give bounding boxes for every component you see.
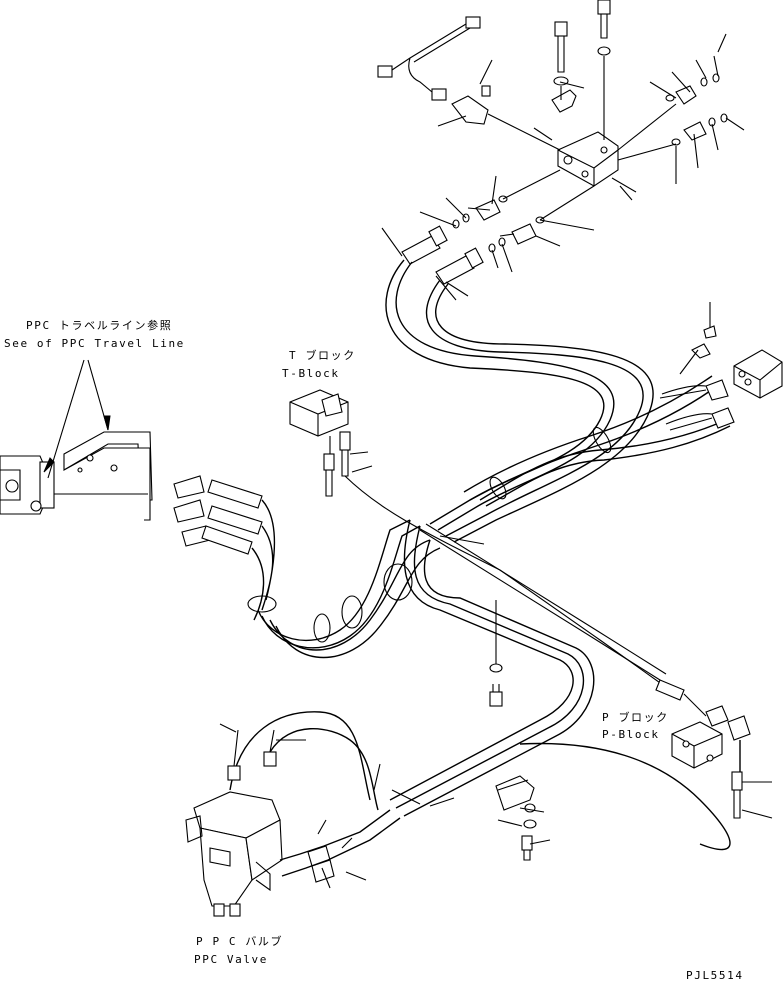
- t-block-label-en: T-Block: [282, 367, 340, 380]
- drawing-code: PJL5514: [686, 969, 744, 982]
- wire-harness: [377, 16, 481, 101]
- p-block: [519, 721, 743, 851]
- p-block-label-en: P-Block: [602, 728, 660, 741]
- ppc-valve-label-jp: P P C バルブ: [196, 935, 284, 948]
- left-fittings: [173, 475, 276, 621]
- leader-lines: [219, 33, 773, 889]
- ppc-travel-bracket: [0, 359, 153, 521]
- ppc-valve-label-en: PPC Valve: [194, 953, 269, 966]
- middle-hoses: [247, 519, 595, 817]
- t-block: [289, 389, 671, 691]
- ppc-valve: [185, 711, 401, 917]
- ppc-travel-line-label-jp: PPC トラベルライン参照: [26, 319, 173, 332]
- t-block-label-jp: T ブロック: [289, 349, 356, 362]
- upper-hose-ends: [401, 225, 484, 285]
- right-valve-block: [659, 325, 783, 431]
- upper-valve-block: [551, 0, 619, 187]
- center-bolt: [489, 600, 503, 707]
- main-hose-bundle: [385, 259, 731, 543]
- ppc-travel-line-label-en: See of PPC Travel Line: [4, 337, 185, 350]
- p-block-tube: [419, 523, 751, 741]
- lower-clamp: [495, 775, 537, 861]
- p-block-label-jp: P ブロック: [602, 711, 669, 724]
